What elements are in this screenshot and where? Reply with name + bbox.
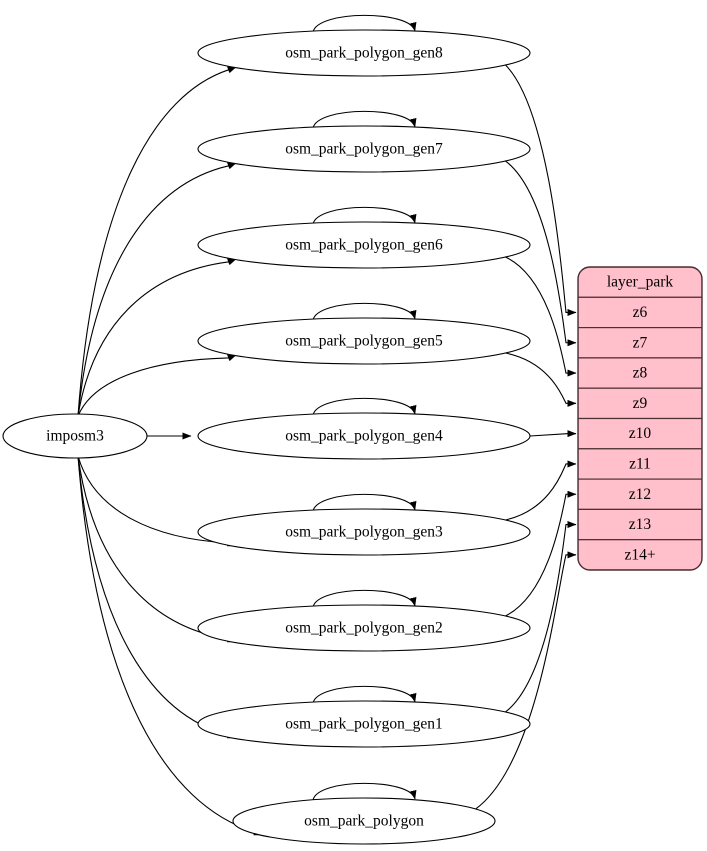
self-loop-edge-gen6 xyxy=(312,206,417,225)
self-loop-edge-gen8 xyxy=(312,14,417,33)
table-cell-label-z13: z13 xyxy=(629,516,652,533)
self-loop-edge-gen3 xyxy=(312,493,417,512)
edge-imposm3-to-base xyxy=(77,455,263,836)
table-row-z14+[interactable] xyxy=(578,539,702,570)
table-cell-label-z9: z9 xyxy=(633,395,648,412)
node-shape-gen5 xyxy=(197,317,531,365)
table-cell-label-z12: z12 xyxy=(629,486,651,503)
edge-gen6-to-z8 xyxy=(505,256,577,377)
edge-gen7-to-z7 xyxy=(505,160,577,347)
node-shape-gen3 xyxy=(197,508,531,556)
self-loop-edge-gen5 xyxy=(312,302,417,321)
self-loop-edges xyxy=(312,14,417,801)
self-loop-edge-gen2 xyxy=(312,589,417,608)
table-header-label: layer_park xyxy=(607,274,674,291)
self-loop-edge-gen4 xyxy=(312,397,417,416)
table-row-z11[interactable] xyxy=(578,448,702,480)
table-row-z9[interactable] xyxy=(578,387,702,420)
edge-gen4-to-z10 xyxy=(529,430,577,438)
node-gen4[interactable]: osm_park_polygon_gen4 xyxy=(197,412,531,460)
self-loop-edge-gen1 xyxy=(312,685,417,704)
node-shape-imposm3 xyxy=(2,413,148,459)
node-label-gen2: osm_park_polygon_gen2 xyxy=(285,620,443,637)
node-shape-gen1 xyxy=(197,700,531,748)
node-gen3[interactable]: osm_park_polygon_gen3 xyxy=(197,508,531,556)
self-loop-edge-base xyxy=(312,782,417,801)
table-cell-label-z10: z10 xyxy=(629,425,652,442)
table-outline xyxy=(577,266,703,571)
table-cell-label-z14+: z14+ xyxy=(624,546,655,563)
node-shape-gen2 xyxy=(197,604,531,652)
node-label-base: osm_park_polygon xyxy=(304,813,424,830)
node-shape-gen7 xyxy=(197,125,531,173)
node-label-gen5: osm_park_polygon_gen5 xyxy=(285,333,443,350)
edges-to-layer-park xyxy=(475,64,577,810)
edge-gen2-to-z12 xyxy=(505,490,577,617)
table-row-z10[interactable] xyxy=(578,417,702,450)
edge-imposm3-to-gen6 xyxy=(77,258,237,417)
node-shape-gen8 xyxy=(197,29,531,77)
table-row-z13[interactable] xyxy=(578,508,702,541)
edges-from-imposm3 xyxy=(77,66,263,836)
edge-gen8-to-z6 xyxy=(505,64,577,316)
node-gen1[interactable]: osm_park_polygon_gen1 xyxy=(197,700,531,748)
edge-base-to-z14+ xyxy=(475,551,577,810)
node-gen6[interactable]: osm_park_polygon_gen6 xyxy=(197,221,531,269)
edge-gen1-to-z13 xyxy=(505,521,577,713)
table-cell-label-z7: z7 xyxy=(633,334,648,351)
node-label-gen3: osm_park_polygon_gen3 xyxy=(285,524,443,541)
layer-park-table-group: layer_park z6 z7 z8 z9 z10 z11 z12 z13 z14+ xyxy=(577,266,703,571)
node-gen8[interactable]: osm_park_polygon_gen8 xyxy=(197,29,531,77)
edge-gen5-to-z9 xyxy=(505,352,577,407)
node-label-gen7: osm_park_polygon_gen7 xyxy=(285,141,443,158)
edge-imposm3-to-gen1 xyxy=(77,455,237,739)
edge-imposm3-to-gen8 xyxy=(77,66,237,417)
node-label-gen4: osm_park_polygon_gen4 xyxy=(285,428,443,445)
table-cell-label-z8: z8 xyxy=(633,365,648,382)
node-shape-gen4 xyxy=(197,412,531,460)
table-cell-label-z6: z6 xyxy=(633,304,648,321)
self-loop-edge-gen7 xyxy=(312,110,417,129)
node-label-gen6: osm_park_polygon_gen6 xyxy=(285,237,443,254)
node-gen7[interactable]: osm_park_polygon_gen7 xyxy=(197,125,531,173)
graph-nodes: imposm3 osm_park_polygon_gen8 osm_park_pol… xyxy=(2,29,531,845)
edge-imposm3-to-gen5 xyxy=(77,354,237,417)
node-label-imposm3: imposm3 xyxy=(46,428,104,445)
table-row-z7[interactable] xyxy=(578,327,702,359)
node-imposm3-node[interactable]: imposm3 xyxy=(2,413,148,459)
node-shape-base xyxy=(232,797,496,845)
node-gen5[interactable]: osm_park_polygon_gen5 xyxy=(197,317,531,365)
edge-gen3-to-z11 xyxy=(505,460,577,521)
table-cell-label-z11: z11 xyxy=(629,456,651,473)
node-label-gen1: osm_park_polygon_gen1 xyxy=(285,716,443,733)
node-base[interactable]: osm_park_polygon xyxy=(232,797,496,845)
node-gen2[interactable]: osm_park_polygon_gen2 xyxy=(197,604,531,652)
layer_park-table[interactable]: layer_park z6 z7 z8 z9 z10 z11 z12 z13 z14+ xyxy=(577,266,703,571)
table-row-z12[interactable] xyxy=(578,478,702,511)
node-shape-gen6 xyxy=(197,221,531,269)
edge-imposm3-to-gen7 xyxy=(77,162,237,417)
node-label-gen8: osm_park_polygon_gen8 xyxy=(285,45,443,62)
